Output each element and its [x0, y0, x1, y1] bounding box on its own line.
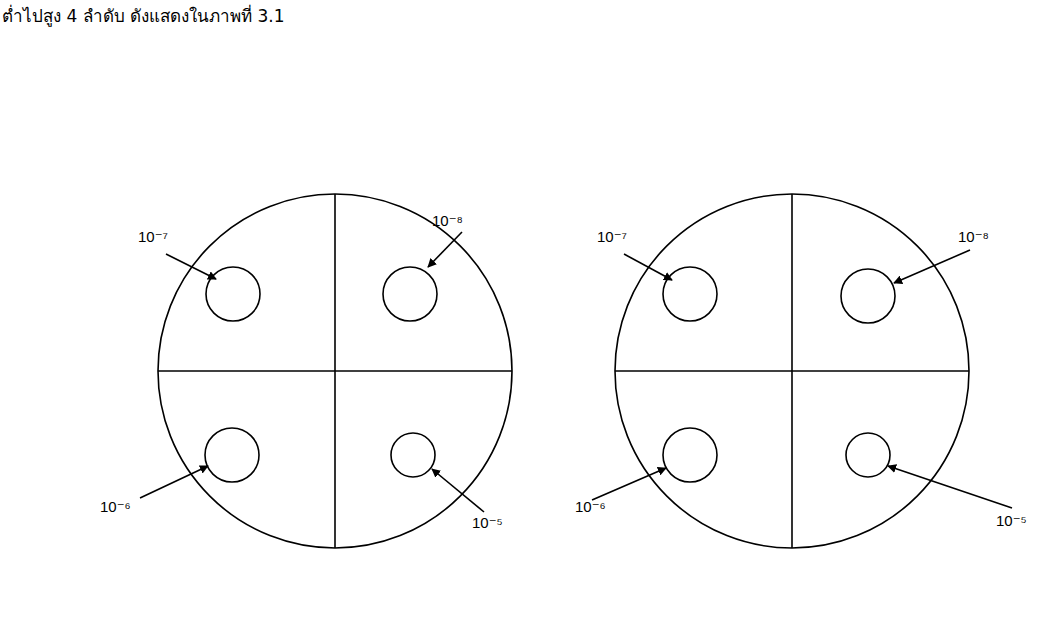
petri-dish	[158, 194, 512, 548]
drop-spot	[663, 428, 717, 482]
dilution-label: 10⁻⁶	[575, 498, 606, 516]
drop-spot	[205, 428, 259, 482]
dilution-label: 10⁻⁸	[958, 228, 989, 246]
drop-spot	[841, 269, 895, 323]
drop-spot	[383, 267, 437, 321]
dilution-label: 10⁻⁸	[432, 212, 463, 230]
divider-line	[615, 370, 969, 372]
leader-arrow	[888, 466, 1012, 508]
leader-arrow	[432, 469, 484, 512]
dilution-label: 10⁻⁵	[472, 514, 503, 532]
leader-arrow	[592, 468, 666, 500]
leader-arrow	[428, 232, 462, 267]
dilution-label: 10⁻⁵	[996, 512, 1027, 530]
divider-line	[158, 370, 512, 372]
drop-spot	[206, 267, 260, 321]
dilution-label: 10⁻⁷	[138, 228, 168, 246]
drop-spot	[391, 433, 435, 477]
leader-arrow	[624, 254, 672, 280]
drop-spot	[846, 433, 890, 477]
body-text: ต่ำไปสูง 4 ลำดับ ดังแสดงในภาพที่ 3.1	[2, 6, 284, 26]
petri-dish	[615, 194, 969, 548]
leader-arrow	[140, 466, 208, 498]
leader-arrow	[894, 250, 970, 283]
dilution-label: 10⁻⁶	[100, 498, 131, 516]
leader-arrow	[166, 254, 216, 279]
dilution-label: 10⁻⁷	[597, 228, 627, 246]
drop-spot	[663, 267, 717, 321]
